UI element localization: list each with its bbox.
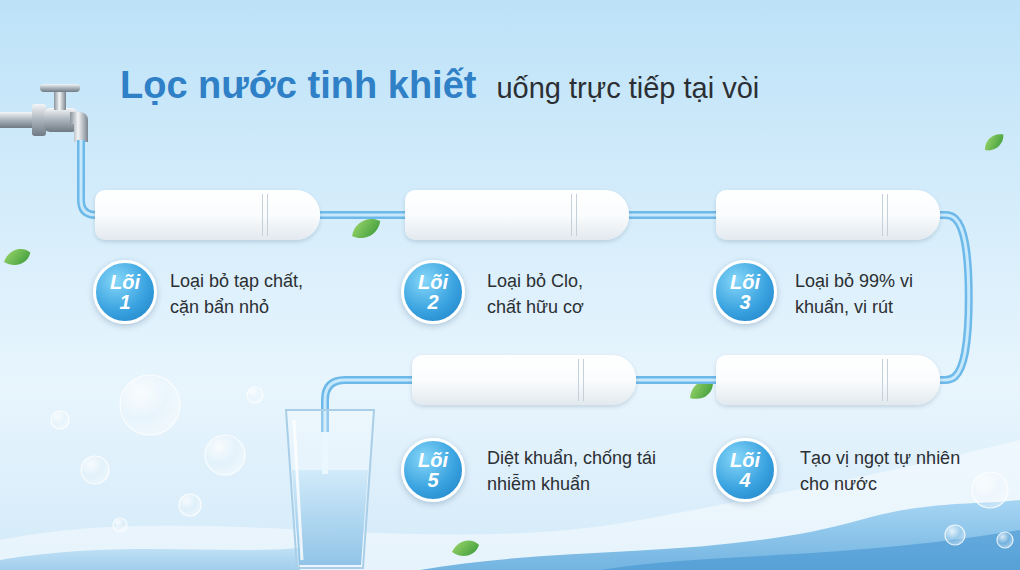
leaf xyxy=(981,130,1007,155)
pipe-group xyxy=(320,215,405,216)
core-number: Lõi 2 xyxy=(413,272,453,313)
core-badge: Lõi 2 xyxy=(401,260,465,324)
tap-stem xyxy=(54,90,66,110)
bubble xyxy=(179,494,201,516)
bubble xyxy=(51,411,69,429)
cartridge-band xyxy=(882,359,883,401)
wave xyxy=(420,500,1020,570)
pipe-highlight xyxy=(629,214,716,217)
filter-cartridge: Lõi 4Tạo vị ngọt tự nhiên cho nước xyxy=(716,355,940,405)
pipe-highlight xyxy=(636,379,716,382)
tap-spout xyxy=(70,112,88,142)
wave xyxy=(0,440,1020,570)
core-number: Lõi 4 xyxy=(725,450,765,491)
glass xyxy=(286,410,374,568)
cartridge-band xyxy=(583,359,584,401)
pipe-connector xyxy=(320,211,405,219)
core-badge: Lõi 3 xyxy=(713,260,777,324)
bubble xyxy=(972,472,1008,508)
leaf xyxy=(1,245,32,269)
core-number: Lõi 3 xyxy=(725,272,765,313)
core-description: Tạo vị ngọt tự nhiên cho nước xyxy=(800,445,990,497)
core-description: Loại bỏ tạp chất, cặn bẩn nhỏ xyxy=(170,268,335,320)
title: Lọc nước tinh khiết xyxy=(120,64,476,107)
filter-cartridge: Lõi 5Diệt khuẩn, chống tái nhiễm khuẩn xyxy=(412,355,636,405)
pipe-connector xyxy=(940,215,969,380)
bubble xyxy=(945,525,965,545)
cartridge-band xyxy=(267,194,268,236)
bubble xyxy=(247,387,263,403)
cartridge-band xyxy=(887,194,888,236)
bubble xyxy=(113,518,127,532)
bubble xyxy=(997,532,1013,548)
tap-handle xyxy=(40,84,80,92)
pipe-highlight xyxy=(81,140,96,215)
leaf xyxy=(450,538,481,560)
core-badge: Lõi 1 xyxy=(93,260,157,324)
bubble xyxy=(120,375,180,435)
wave xyxy=(0,548,300,570)
pipe-highlight xyxy=(320,214,405,217)
header: Lọc nước tinh khiết uống trực tiếp tại vò… xyxy=(120,64,759,107)
core-description: Loại bỏ 99% vi khuẩn, vi rút xyxy=(795,268,935,320)
pipe-group xyxy=(636,380,716,381)
pipe-connector xyxy=(629,211,716,219)
core-number: Lõi 5 xyxy=(413,450,453,491)
pipe-connector xyxy=(636,376,716,384)
cartridge-band xyxy=(576,194,577,236)
subtitle: uống trực tiếp tại vòi xyxy=(496,72,759,105)
cartridge-band xyxy=(578,359,579,401)
glass-shine xyxy=(294,420,302,560)
pipe-group xyxy=(629,215,716,216)
pipe-group xyxy=(940,215,969,380)
pipe-highlight xyxy=(940,215,969,380)
cartridge-band xyxy=(571,194,572,236)
cartridge-band xyxy=(887,359,888,401)
filter-cartridge: Lõi 1Loại bỏ tạp chất, cặn bẩn nhỏ xyxy=(95,190,320,240)
cartridge-band xyxy=(262,194,263,236)
cartridge-band xyxy=(882,194,883,236)
pipe xyxy=(81,140,96,215)
core-description: Loại bỏ Clo, chất hữu cơ xyxy=(487,268,612,320)
core-badge: Lõi 4 xyxy=(713,438,777,502)
filter-cartridge: Lõi 3Loại bỏ 99% vi khuẩn, vi rút xyxy=(716,190,940,240)
tap-collar xyxy=(32,104,46,136)
core-description: Diệt khuẩn, chống tái nhiễm khuẩn xyxy=(487,445,687,497)
core-number: Lõi 1 xyxy=(105,272,145,313)
bubble xyxy=(205,435,245,475)
bubble xyxy=(81,456,109,484)
core-badge: Lõi 5 xyxy=(401,438,465,502)
filter-cartridge: Lõi 2Loại bỏ Clo, chất hữu cơ xyxy=(405,190,629,240)
